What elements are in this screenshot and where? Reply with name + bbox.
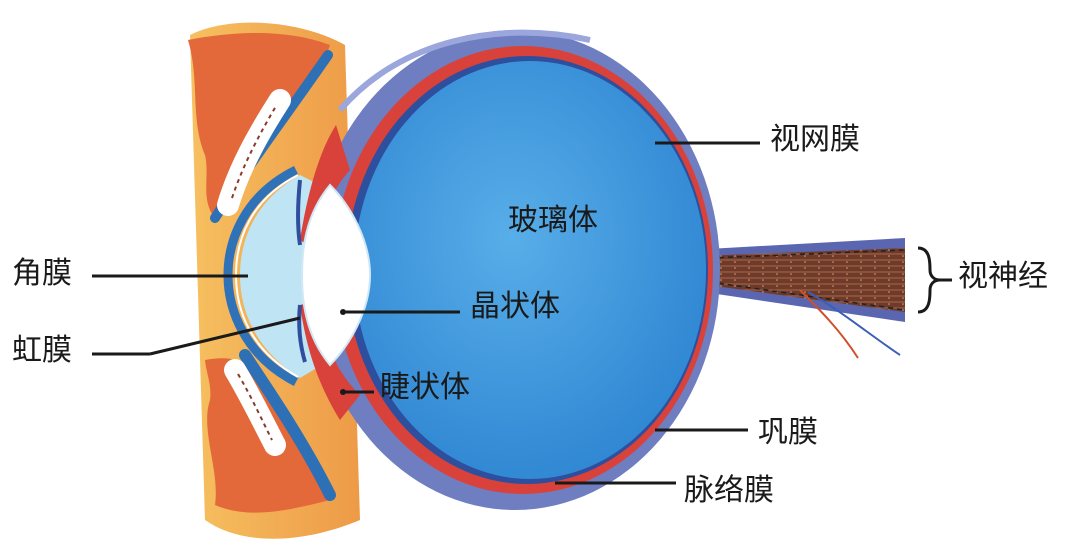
vitreous-body bbox=[354, 61, 706, 479]
label-iris: 虹膜 bbox=[12, 336, 72, 366]
label-optic-nerve: 视神经 bbox=[958, 262, 1048, 292]
label-vitreous: 玻璃体 bbox=[508, 206, 598, 236]
label-choroid: 脉络膜 bbox=[684, 476, 774, 506]
label-ciliary-body: 睫状体 bbox=[380, 373, 470, 403]
leader-dot-lens bbox=[340, 309, 346, 315]
label-retina: 视网膜 bbox=[770, 125, 860, 155]
optic-nerve bbox=[690, 238, 905, 358]
optic-brace bbox=[918, 248, 940, 312]
label-lens: 晶状体 bbox=[470, 292, 560, 322]
label-sclera: 巩膜 bbox=[758, 418, 818, 448]
label-cornea: 角膜 bbox=[12, 259, 72, 289]
leader-dot-ciliary bbox=[340, 389, 346, 395]
